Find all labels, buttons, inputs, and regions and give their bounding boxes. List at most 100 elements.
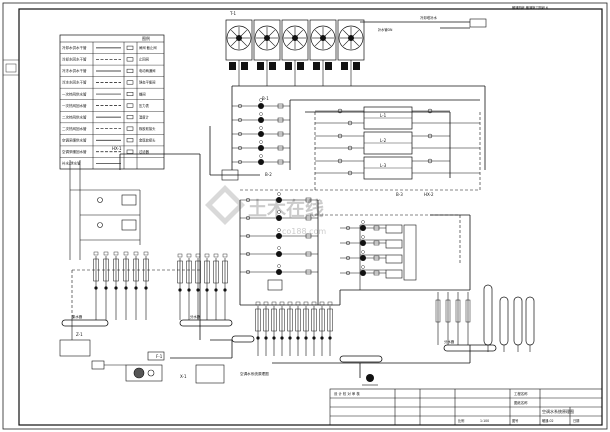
header-vessel [61,319,109,327]
legend-line-label: 二次热网回水管 [62,126,87,131]
tower-note: 冷却塔补水 [420,15,438,20]
pump-icon [232,154,290,165]
pump-icon [340,265,386,276]
heat-exchanger-right [359,224,417,290]
cooling-tower-icon [309,19,337,86]
header-vessel [231,335,255,343]
branch-circuit [186,253,192,320]
pump-icon [232,98,290,109]
chiller-group: L-1L-2L-3 [315,106,480,180]
legend-line-label: 补水/泄水管 [62,161,81,166]
heat-exchanger-left [69,160,141,260]
branch-circuit [103,251,109,320]
pump-icon [240,210,318,221]
hx-right-tag: HX-2 [424,192,434,197]
pump-icon [232,140,290,151]
storage-tank [499,296,509,352]
pump-icon [240,246,318,257]
legend-line-label: 冷却水回水干管 [62,57,87,62]
chiller-unit: L-1 [315,106,480,130]
branch-circuit [263,301,269,356]
legend-symbol-label: 止回阀 [139,57,149,62]
branch-circuit [123,251,129,320]
legend-line-label: 二次热网供水管 [62,114,87,119]
left-header-label: 集水器 [72,314,83,319]
cooling-tower-tag: T-1 [229,11,237,16]
header-vessels [61,251,535,386]
pump-group-c [340,220,386,276]
legend-symbol-label: 橡胶软接头 [139,126,156,131]
softener [91,351,165,382]
watermark: 土木在线 co188.com [205,185,326,236]
legend-line-label: 冷冻水供水干管 [62,68,87,73]
branch-circuit [213,253,219,320]
pump-icon [232,112,290,123]
chiller-unit: L-3 [315,156,480,180]
legend-line-label: 一次热网供水管 [62,91,87,96]
branch-circuit [143,251,149,320]
branch-circuit [311,301,317,356]
pump-icon [232,126,290,137]
branch-circuit [93,251,99,320]
legend-symbol-label: 闸阀 截止阀 [139,45,157,50]
pump-group-a [221,98,290,181]
bottom-pump-icon [362,374,378,386]
chiller-tag: L-2 [380,138,387,143]
branch-circuit [445,292,451,345]
storage-tank [525,296,535,352]
legend-symbol-icon [126,68,134,73]
legend-symbol-icon [126,126,134,131]
system-caption: 空调水系统原理图 [240,371,269,376]
chiller-unit: L-2 [315,131,480,155]
branch-circuit [271,301,277,356]
pump-group-a-tag: B-1 [262,96,269,101]
right-header-label: 分水器 [444,339,455,344]
cooling-tower-group [225,19,365,86]
title-drawing-label: 图纸名称 [514,400,528,405]
softener-tag: F-1 [156,354,163,359]
title-no-label: 图号 [512,418,518,423]
pump-icon [240,228,318,239]
legend-symbol-icon [126,149,134,154]
pump-group-b-tag: B-2 [265,172,272,177]
branch-circuit [177,253,183,320]
legend-table: 图例 冷却水供水干管闸阀 截止阀冷却水回水干管止回阀冷冻水供水干管电动两通阀冷冻… [59,34,165,170]
tank-left [59,318,91,357]
header-vessel [179,319,233,327]
cooling-tower-icon [225,19,253,86]
title-drawing-name: 空调水系统原理图 [542,408,574,414]
title-project-label: 工程名称 [514,391,528,396]
pump-icon [240,264,318,275]
branch-circuit [295,301,301,356]
legend-symbol-icon [126,57,134,62]
chiller-tag: L-1 [380,113,387,118]
branch-circuit [287,301,293,356]
header-vessel [339,355,383,363]
cooling-tower-icon [253,19,281,86]
cooling-tower-icon [281,19,309,86]
branch-circuit [204,253,210,320]
legend-symbol-label: 电动两通阀 [139,68,155,73]
watermark-url: co188.com [282,227,326,236]
storage-tank [483,284,493,352]
legend-line-label: 空调采暖供水管 [62,137,87,142]
legend-symbol-label: 压力表 [139,103,150,108]
legend-symbol-label: 蝶阀 [139,91,146,96]
legend-symbol-icon [126,103,134,108]
storage-tank [513,296,523,352]
title-sheet-code: 暖通-02 [542,418,554,423]
branch-circuit [455,292,461,345]
legend-symbol-icon [126,45,134,50]
legend-line-label: 一次热网回水管 [62,103,87,108]
mid-header-label: 分水器 [190,314,201,319]
legend-line-label: 空调采暖回水管 [62,149,87,154]
tower-makeup-line: 冷却塔补水 补水管DN [360,15,487,32]
tank-left-tag: Z-1 [76,332,83,337]
branch-circuit [435,292,441,345]
title-block [329,388,603,426]
legend-symbol-icon [126,92,134,97]
branch-circuit [279,301,285,356]
